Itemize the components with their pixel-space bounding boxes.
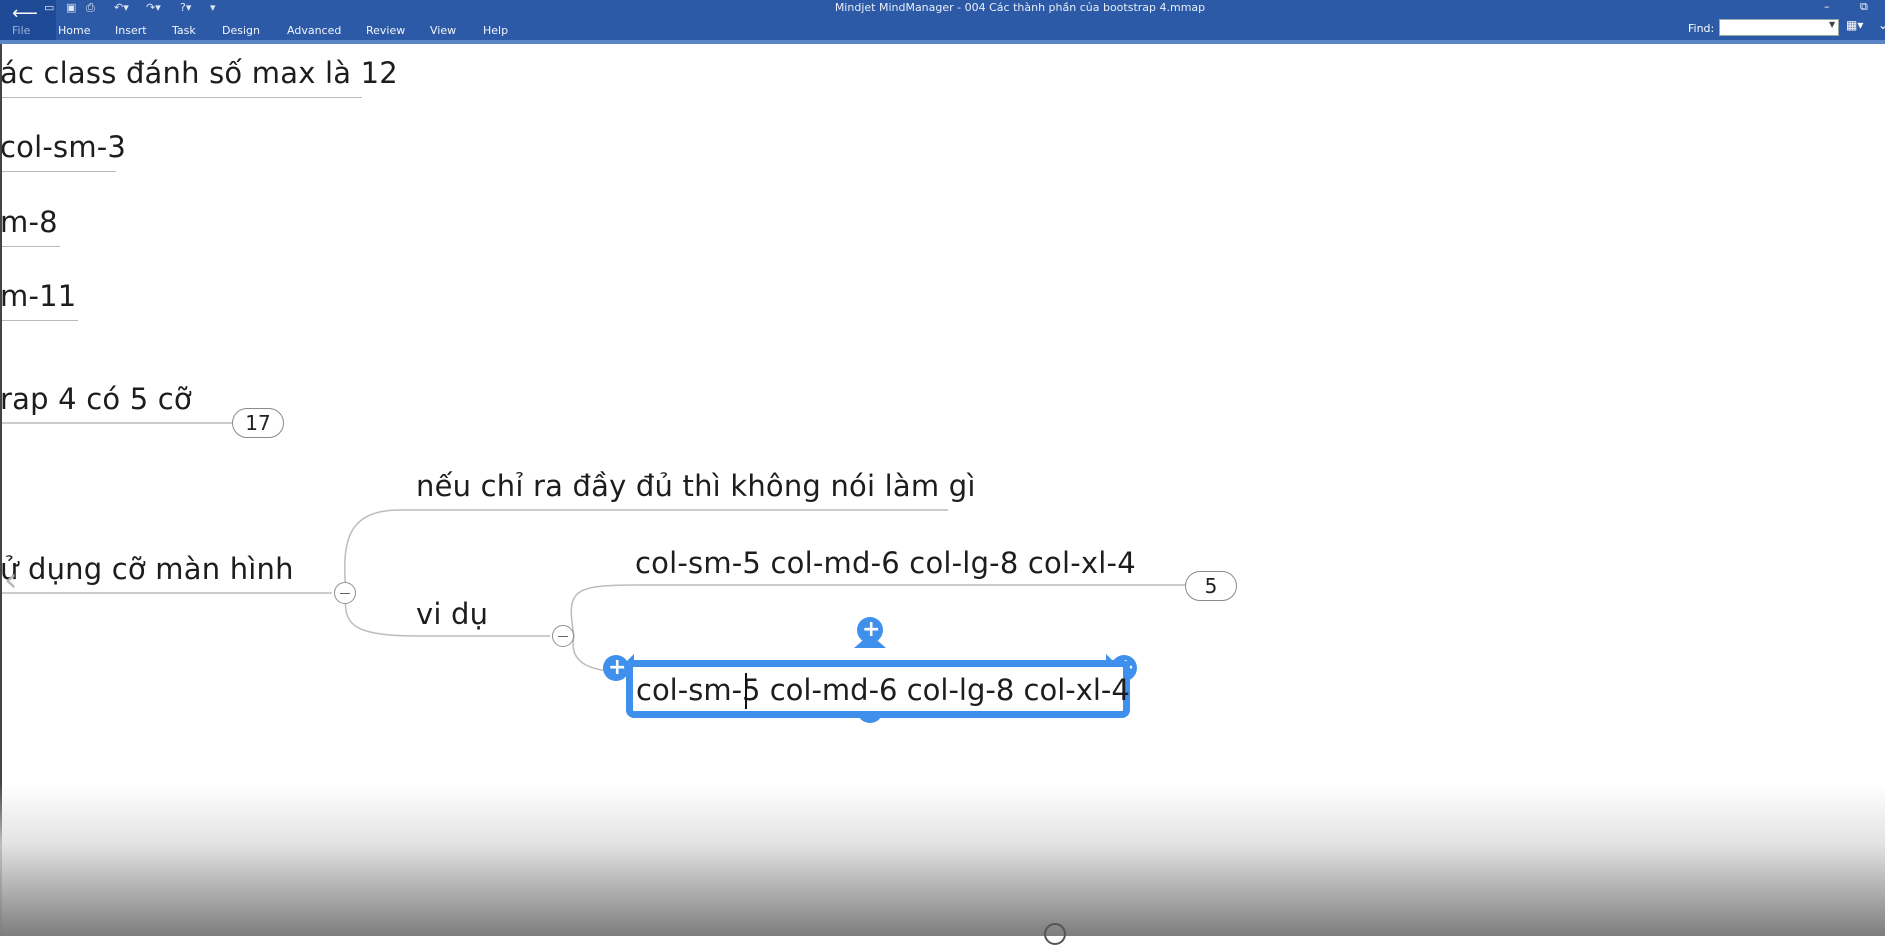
- text-caret: [745, 673, 747, 709]
- tab-view[interactable]: View: [430, 24, 457, 37]
- undo-icon[interactable]: ↶▾: [114, 1, 129, 14]
- back-arrow-icon: ⟵: [12, 3, 38, 24]
- subtopic-count-badge[interactable]: 5: [1185, 571, 1237, 601]
- save-icon[interactable]: ▣: [66, 1, 77, 14]
- topic-edit-text[interactable]: col-sm-5 col-md-6 col-lg-8 col-xl-4: [636, 673, 1130, 707]
- nav-left-icon[interactable]: ‹: [4, 560, 18, 600]
- subtopic-count-badge[interactable]: 17: [232, 408, 284, 438]
- chevron-down-icon[interactable]: ▼: [1829, 20, 1836, 29]
- branch-line: [344, 509, 948, 594]
- help-icon[interactable]: ?▾: [180, 1, 192, 14]
- tab-review[interactable]: Review: [366, 24, 406, 37]
- minimize-icon[interactable]: –: [1824, 0, 1830, 13]
- topic[interactable]: nếu chỉ ra đầy đủ thì không nói làm gì: [416, 469, 976, 503]
- map-canvas[interactable]: ác class đánh số max là 12 col-sm-3 m-8 …: [0, 44, 1885, 936]
- selected-topic[interactable]: + + + + col-sm-5 col-md-6 col-lg-8 col-x…: [602, 614, 1138, 726]
- topic[interactable]: vi dụ: [416, 597, 489, 631]
- collapse-icon[interactable]: [334, 582, 356, 604]
- window-edge: [0, 44, 2, 936]
- topic[interactable]: col-sm-5 col-md-6 col-lg-8 col-xl-4: [635, 546, 1136, 580]
- back-button[interactable]: ⟵: [0, 0, 56, 40]
- layout-icon[interactable]: ▦▾: [1846, 18, 1864, 32]
- topic-underline: [0, 320, 78, 321]
- scroll-handle[interactable]: [1044, 923, 1066, 945]
- restore-icon[interactable]: ⧉: [1860, 0, 1868, 13]
- tab-help[interactable]: Help: [483, 24, 509, 37]
- topic-underline: [0, 246, 60, 247]
- tab-advanced[interactable]: Advanced: [287, 24, 342, 37]
- customize-qat-icon[interactable]: ▾: [210, 1, 216, 14]
- topic[interactable]: m-8: [0, 205, 58, 239]
- topic-underline: [0, 171, 116, 172]
- topic-edit-box[interactable]: [626, 660, 1130, 718]
- tab-design[interactable]: Design: [222, 24, 260, 37]
- topic[interactable]: ác class đánh số max là 12: [0, 56, 398, 90]
- tab-home[interactable]: Home: [58, 24, 91, 37]
- topic[interactable]: col-sm-3: [0, 130, 127, 164]
- print-icon[interactable]: ⎙: [86, 1, 95, 14]
- expand-ribbon-icon[interactable]: ⌄: [1878, 18, 1885, 32]
- tab-file[interactable]: File: [12, 24, 31, 37]
- open-icon[interactable]: ▭: [44, 1, 55, 14]
- title-bar: ⟵ ▭ ▣ ⎙ ↶▾ ↷▾ ?▾ ▾ Mindjet MindManager -…: [0, 0, 1885, 40]
- text-after-caret: 5 col-md-6 col-lg-8 col-xl-4: [742, 673, 1130, 707]
- window-title: Mindjet MindManager - 004 Các thành phần…: [834, 1, 1206, 14]
- tab-task[interactable]: Task: [172, 24, 196, 37]
- find-input[interactable]: [1719, 19, 1839, 36]
- collapse-icon[interactable]: [552, 625, 574, 647]
- add-topic-icon[interactable]: +: [862, 617, 881, 642]
- connector-lines: [0, 422, 1186, 674]
- topic[interactable]: rap 4 có 5 cỡ: [0, 382, 192, 416]
- bottom-shadow: [0, 783, 1885, 936]
- topic[interactable]: m-11: [0, 279, 77, 313]
- redo-icon[interactable]: ↷▾: [146, 1, 161, 14]
- find-label: Find:: [1688, 22, 1715, 35]
- topic-underline: [0, 97, 362, 98]
- text-before-caret: col-sm-: [636, 673, 743, 707]
- tab-insert[interactable]: Insert: [115, 24, 147, 37]
- ribbon-border: [0, 40, 1885, 44]
- topic[interactable]: ử dụng cỡ màn hình: [0, 552, 294, 586]
- add-topic-icon[interactable]: +: [608, 655, 627, 680]
- branch-line: [570, 584, 1186, 637]
